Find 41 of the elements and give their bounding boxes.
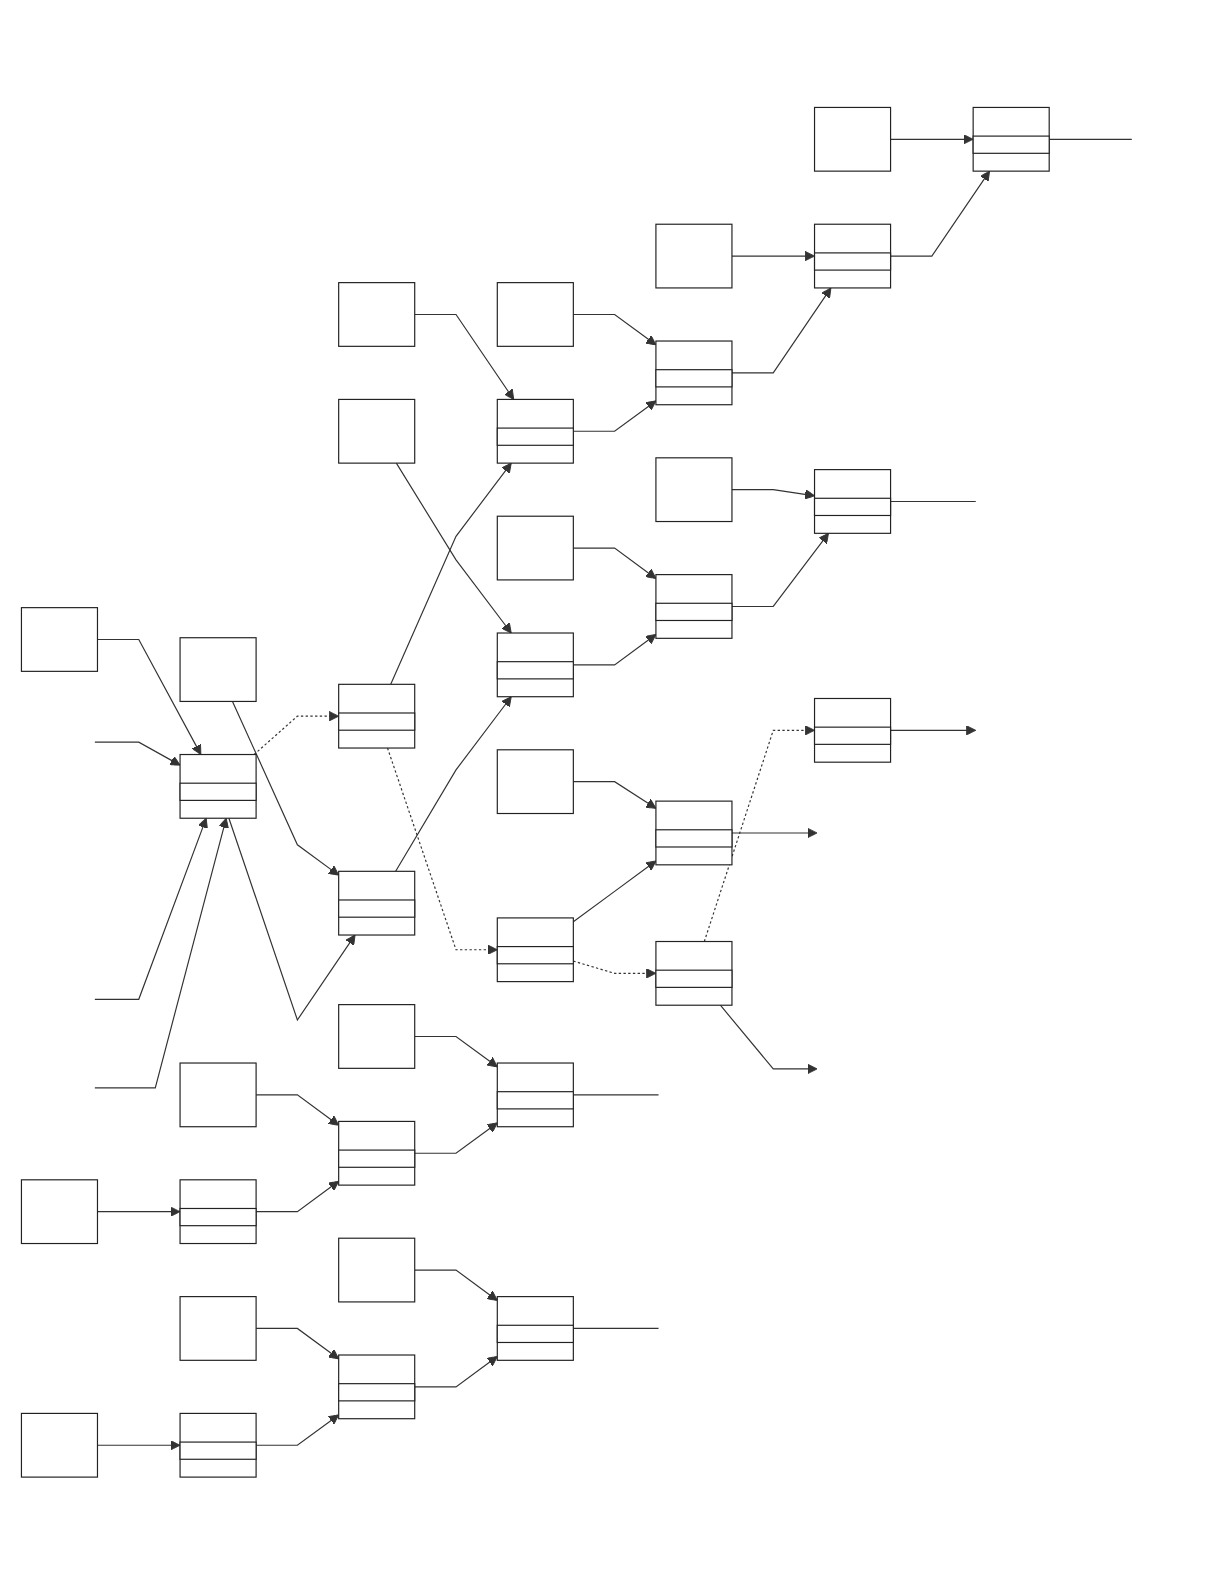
arrow: [719, 1004, 818, 1074]
arrow: [231, 700, 340, 876]
arrow: [890, 170, 990, 257]
node-box: [20, 1178, 99, 1244]
arrow: [731, 488, 815, 500]
arrow: [414, 1035, 498, 1068]
arrow: [94, 817, 229, 1089]
node-box: [813, 106, 892, 172]
arrow: [731, 827, 818, 838]
node-box: [20, 606, 99, 672]
node-box: [655, 223, 733, 289]
arrow: [386, 747, 498, 955]
arrow: [228, 817, 356, 1021]
arrow: [390, 462, 512, 685]
node-box: [338, 398, 416, 464]
node-box: [179, 636, 257, 702]
arrow: [731, 250, 815, 261]
arrow: [414, 1355, 498, 1388]
arrow: [414, 1122, 498, 1154]
node-box: [338, 1003, 416, 1069]
node-box: [655, 456, 733, 522]
node-box: [338, 281, 416, 347]
arrow: [703, 724, 815, 942]
connector: [890, 500, 977, 502]
node-box: [496, 281, 574, 347]
node-box: [496, 515, 574, 581]
arrow: [414, 1269, 498, 1301]
node-box: [179, 1062, 257, 1128]
arrow: [890, 133, 974, 145]
node-box: [20, 1412, 99, 1478]
arrow: [731, 532, 829, 607]
node-box: [338, 1237, 416, 1303]
arrow: [395, 462, 512, 634]
arrow: [731, 287, 832, 374]
arrow: [395, 695, 512, 872]
arrow: [414, 313, 515, 400]
arrow: [94, 741, 181, 766]
arrow: [94, 817, 208, 1000]
node-box: [179, 1295, 257, 1361]
node-box: [496, 748, 574, 814]
arrow: [890, 724, 977, 736]
